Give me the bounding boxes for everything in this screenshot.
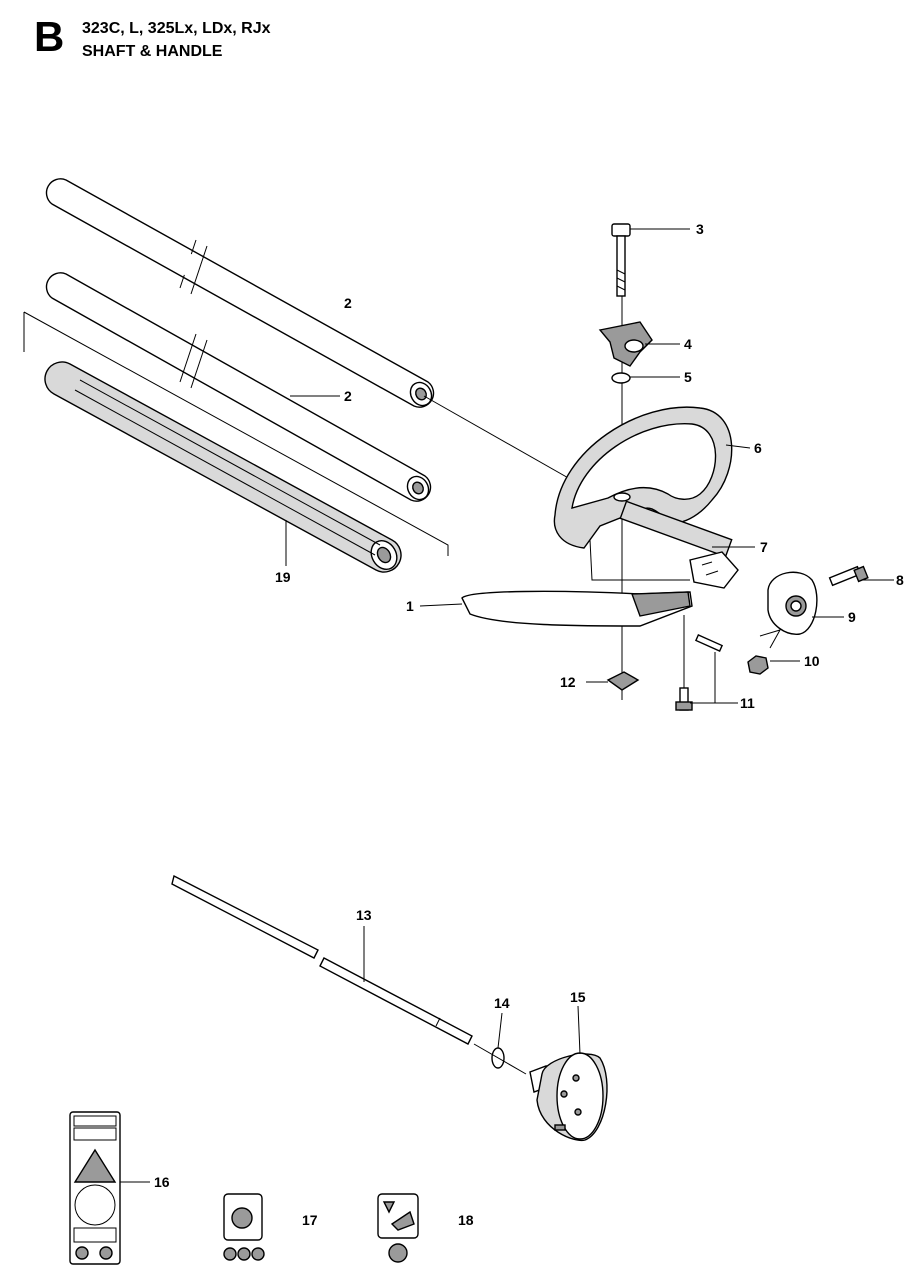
bolt-3 — [611, 223, 631, 297]
clutch-drum — [473, 1043, 608, 1142]
callout-9: 9 — [848, 609, 856, 625]
callout-2a: 2 — [344, 295, 352, 311]
callout-labels: 2 2 3 4 5 6 7 8 9 10 11 12 1 19 13 14 15… — [154, 221, 904, 1228]
clamp-block — [689, 551, 739, 589]
callout-16: 16 — [154, 1174, 170, 1190]
grip-tube — [23, 311, 449, 573]
loop-handle — [553, 406, 733, 581]
shaft-clamp — [759, 571, 818, 649]
leader-lines — [120, 228, 894, 1183]
callout-3: 3 — [696, 221, 704, 237]
callout-1: 1 — [406, 598, 414, 614]
callout-14: 14 — [494, 995, 510, 1011]
callout-2b: 2 — [344, 388, 352, 404]
callout-11: 11 — [740, 695, 755, 711]
nut-10 — [747, 655, 769, 675]
decal-17 — [223, 1193, 265, 1261]
square-nut-12 — [606, 671, 640, 691]
callout-8: 8 — [896, 572, 904, 588]
model-list: 323C, L, 325Lx, LDx, RJx — [82, 20, 271, 37]
callout-5: 5 — [684, 369, 692, 385]
decal-18 — [377, 1193, 419, 1263]
callout-12: 12 — [560, 674, 576, 690]
washer-5 — [611, 372, 631, 384]
callout-15: 15 — [570, 989, 586, 1005]
callout-4: 4 — [684, 336, 692, 352]
callout-19: 19 — [275, 569, 291, 585]
shaft-tube-upper — [45, 178, 435, 408]
shaft-tube-lower — [45, 272, 432, 502]
callout-6: 6 — [754, 440, 762, 456]
bottom-bar — [461, 590, 693, 627]
callout-13: 13 — [356, 907, 372, 923]
page-title: SHAFT & HANDLE — [82, 43, 223, 60]
callout-17: 17 — [302, 1212, 318, 1228]
screws-11 — [675, 615, 724, 711]
callout-7: 7 — [760, 539, 768, 555]
drive-shaft — [171, 874, 473, 1045]
callout-18: 18 — [458, 1212, 474, 1228]
knob-4 — [598, 321, 653, 367]
callout-10: 10 — [804, 653, 820, 669]
warning-decal-16 — [69, 1111, 121, 1265]
screw-8 — [828, 565, 869, 587]
section-letter: B — [34, 13, 65, 60]
